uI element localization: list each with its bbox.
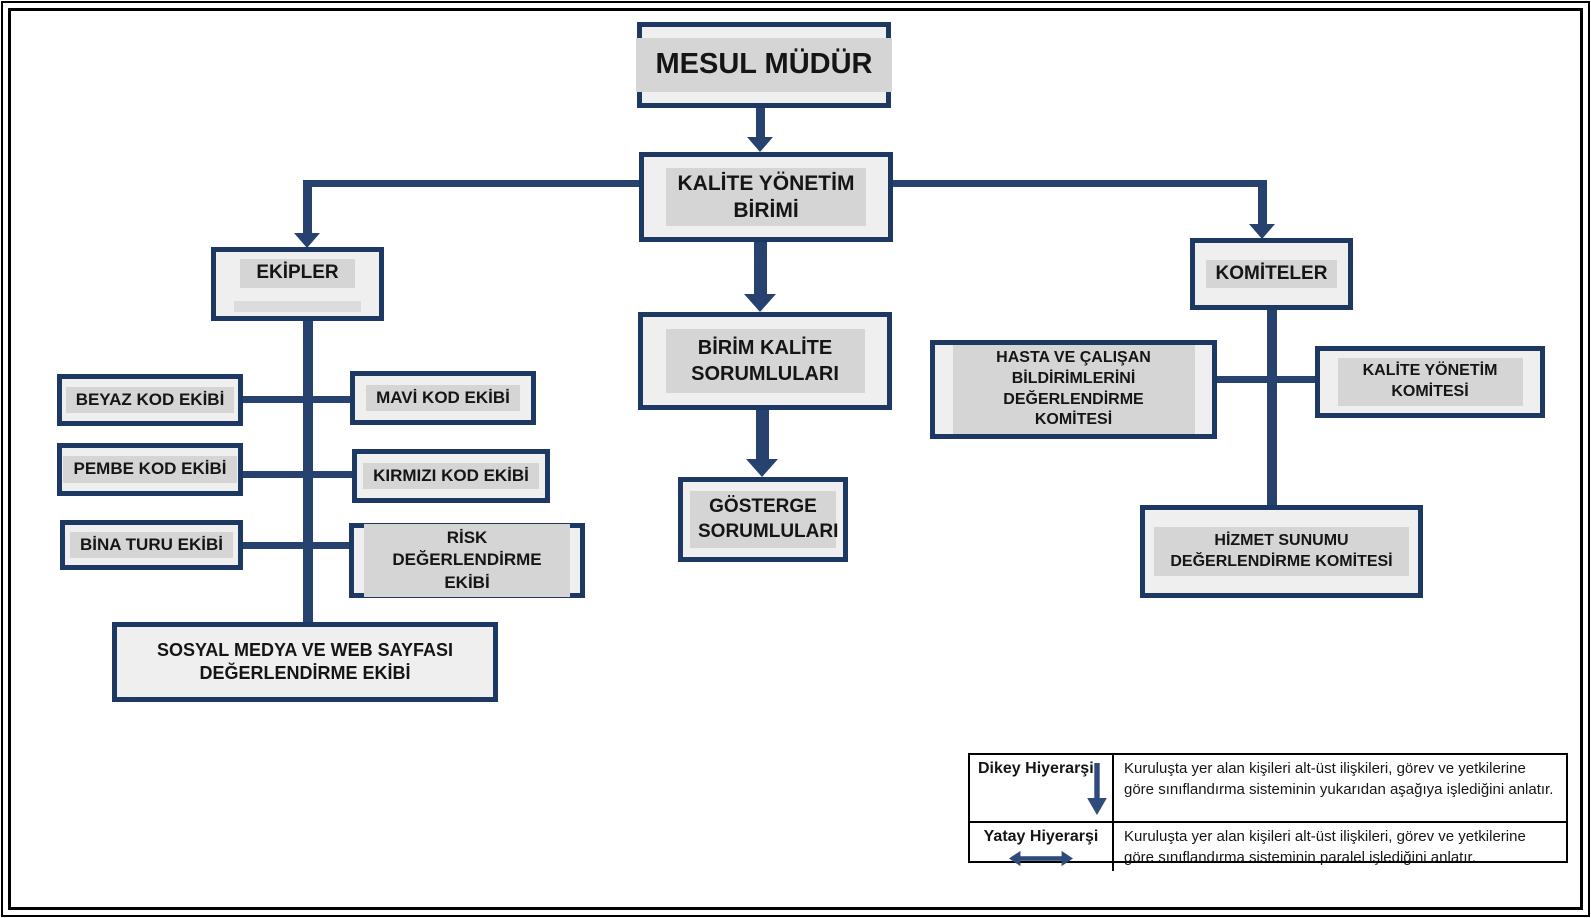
legend-term-yatay: Yatay Hiyerarşi [970,823,1114,871]
node-kirmizi-kod-ekibi: KIRMIZI KOD EKİBİ [352,449,550,503]
connector-row-bina-risk [242,542,353,549]
arrowhead-birim-kalite [744,294,776,312]
connector-komiteler-trunk [1267,308,1277,506]
node-mavi-kod-ekibi: MAVİ KOD EKİBİ [350,371,536,425]
node-label: GÖSTERGE SORUMLULARI [690,490,838,549]
node-label: BEYAZ KOD EKİBİ [65,386,235,414]
node-label: MAVİ KOD EKİBİ [366,384,520,412]
connector-down-ekipler [303,180,312,234]
node-risk-degerlendirme-ekibi: RİSK DEĞERLENDİRME EKİBİ [349,523,585,598]
node-label: RİSK DEĞERLENDİRME EKİBİ [364,524,570,597]
node-gosterge-sorumlulari: GÖSTERGE SORUMLULARI [678,477,848,562]
legend-desc-dikey: Kuruluşta yer alan kişileri alt-üst iliş… [1114,755,1566,823]
arrowhead-gosterge [746,459,778,477]
connector-kyb-birim [754,242,767,295]
connector-mesul-kyb [756,106,765,139]
node-label: KOMİTELER [1205,259,1338,289]
connector-row-hasta-kalite [1216,376,1318,383]
legend-desc-yatay: Kuruluşta yer alan kişileri alt-üst iliş… [1124,828,1526,866]
node-kalite-yonetim-birimi: KALİTE YÖNETİM BİRİMİ [639,152,893,242]
node-sosyal-medya-ekibi: SOSYAL MEDYA VE WEB SAYFASI DEĞERLENDİRM… [112,622,498,702]
connector-row-pembe-kirmizi [242,471,356,478]
node-beyaz-kod-ekibi: BEYAZ KOD EKİBİ [57,374,243,426]
legend-term-dikey: Dikey Hiyerarşi [970,755,1114,823]
node-kalite-yonetim-komitesi: KALİTE YÖNETİM KOMİTESİ [1315,346,1545,418]
node-hasta-calisan-komitesi: HASTA VE ÇALIŞAN BİLDİRİMLERİNİ DEĞERLEN… [930,340,1217,439]
node-ekipler: EKİPLER [211,247,384,321]
node-label: KIRMIZI KOD EKİBİ [363,462,539,490]
node-label: BİRİM KALİTE SORUMLULARI [665,329,865,393]
connector-ekipler-trunk [303,318,313,623]
ekipler-empty-bar [233,300,362,312]
arrowhead-kyb [747,137,773,152]
node-mesul-mudur: MESUL MÜDÜR [635,22,893,108]
node-komiteler: KOMİTELER [1190,238,1353,310]
node-label: EKİPLER [240,259,355,288]
node-hizmet-sunumu-komitesi: HİZMET SUNUMU DEĞERLENDİRME KOMİTESİ [1140,505,1423,598]
connector-down-komiteler [1258,180,1267,225]
legend-term-label: Dikey Hiyerarşi [978,760,1094,777]
node-label: HASTA VE ÇALIŞAN BİLDİRİMLERİNİ DEĞERLEN… [952,344,1195,435]
connector-birim-gosterge [756,410,769,460]
node-birim-kalite-sorumlulari: BİRİM KALİTE SORUMLULARI [638,312,892,410]
node-label: HİZMET SUNUMU DEĞERLENDİRME KOMİTESİ [1154,526,1409,577]
node-pembe-kod-ekibi: PEMBE KOD EKİBİ [57,443,243,496]
connector-hline-left [303,180,643,187]
legend-term-label: Yatay Hiyerarşi [983,828,1099,845]
arrowhead-ekipler [294,233,320,248]
node-label: KALİTE YÖNETİM KOMİTESİ [1337,358,1523,406]
horizontal-hierarchy-arrow-icon [1009,850,1073,867]
connector-row-beyaz-mavi [242,396,354,403]
vertical-hierarchy-arrow-icon [1087,763,1107,815]
node-label: PEMBE KOD EKİBİ [63,456,237,483]
connector-hline-right [890,180,1267,187]
node-label: MESUL MÜDÜR [635,38,893,92]
legend-table: Dikey Hiyerarşi Kuruluşta yer alan kişil… [968,753,1568,871]
node-bina-turu-ekibi: BİNA TURU EKİBİ [60,520,243,570]
node-label: KALİTE YÖNETİM BİRİMİ [666,167,866,227]
node-label: BİNA TURU EKİBİ [70,531,233,559]
node-label: SOSYAL MEDYA VE WEB SAYFASI DEĞERLENDİRM… [156,639,454,683]
arrowhead-komiteler [1249,224,1275,239]
